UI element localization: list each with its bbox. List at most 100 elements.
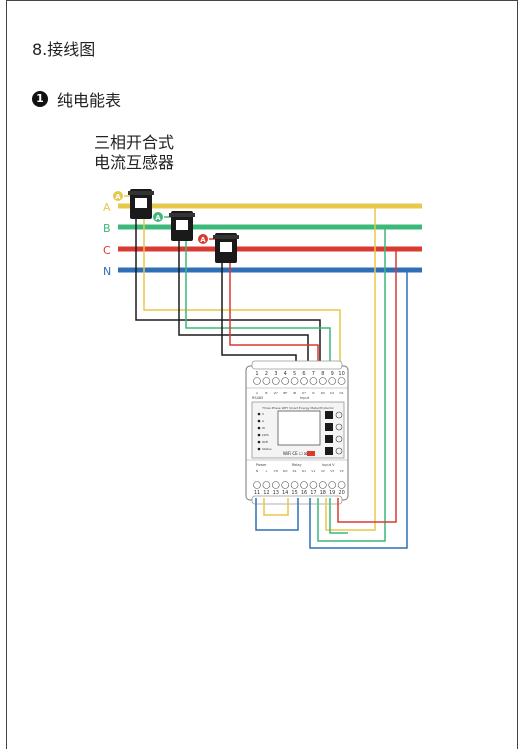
neutral-lead (309, 270, 408, 549)
bottom-terminal-number: 14 (282, 490, 288, 496)
top-terminal-screw (328, 377, 337, 385)
led-indicator (257, 447, 261, 451)
led-label: kWh (262, 433, 269, 437)
bottom-signal-label: V3 (340, 469, 344, 473)
bottom-terminal-screw (253, 481, 261, 489)
top-signal-label: A (256, 391, 259, 395)
power-lead-l (263, 498, 289, 516)
cert-marks: WiFi CE ☐ ☒ FC (283, 451, 314, 456)
bottom-terminal-number: 13 (273, 490, 279, 496)
top-signal-label: IC (312, 391, 315, 395)
ct-c-lead-black (221, 263, 297, 368)
relay-label: Relay (292, 463, 302, 467)
top-terminal-number: 9 (331, 371, 334, 377)
top-signal-label: IC* (302, 391, 307, 395)
bottom-signal-label: V3 (330, 469, 334, 473)
led-indicator (257, 440, 261, 444)
top-signal-label: D1 (330, 391, 334, 395)
top-terminal-screw (337, 377, 346, 385)
top-terminal-number: 2 (265, 371, 268, 377)
input-label: Input (300, 396, 310, 400)
bottom-signal-label: CH (274, 469, 278, 473)
bottom-terminal-number: 19 (329, 490, 335, 496)
bottom-terminal-number: 18 (320, 490, 326, 496)
button-up (325, 423, 333, 431)
svg-text:A: A (115, 193, 121, 201)
led-label: Status (262, 447, 272, 451)
led-label: W (262, 426, 265, 430)
screen-caption: Three Phase WIFI Smart Energy Meter/Prot… (261, 406, 335, 410)
phase-label-a: A (103, 201, 111, 214)
phase-label-c: C (103, 244, 111, 257)
cert-red-badge (307, 451, 315, 456)
ct-b-lead-black (178, 241, 309, 368)
bottom-terminal-number: 16 (301, 490, 307, 496)
top-terminal-screw (271, 377, 280, 385)
top-terminal-screw (309, 377, 318, 385)
subsection-label: 纯电能表 (57, 91, 122, 110)
bottom-terminal-screw (309, 481, 318, 489)
top-terminal-screw (262, 377, 271, 385)
bottom-terminal-screw (328, 481, 337, 489)
top-terminal-number: 10 (338, 371, 344, 377)
bottom-terminal-screw (300, 481, 308, 489)
bottom-signal-label: V1 (311, 469, 315, 473)
ct-c-lead-red (229, 263, 319, 368)
bottom-signal-label: R1 (302, 469, 306, 473)
ct-title-line1: 三相开合式 (94, 133, 175, 152)
top-terminal-number: 6 (302, 371, 305, 377)
bottom-terminal-screw (262, 481, 271, 489)
led-indicator (257, 419, 261, 423)
power-lead-n (255, 498, 299, 531)
power-label: Power (256, 463, 267, 467)
bottom-terminal-screw (271, 481, 280, 489)
ct-a-lead-black (135, 219, 321, 368)
led-indicator (257, 412, 261, 416)
led-indicator (257, 426, 261, 430)
top-signal-label: IB (293, 391, 296, 395)
input-v-label: Input V (322, 463, 335, 467)
button-esc (325, 447, 333, 455)
top-terminal-screw (281, 377, 290, 385)
bottom-signal-label: N (256, 469, 258, 473)
led-label: A (262, 419, 265, 423)
voltage-c-lead (337, 249, 397, 523)
svg-text:A: A (200, 236, 206, 244)
led-indicator (257, 433, 261, 437)
svg-text:A: A (155, 214, 161, 222)
top-terminal-number: 8 (321, 371, 324, 377)
phase-label-b: B (103, 222, 111, 235)
led-label: WiFi (262, 440, 268, 444)
page-frame (6, 0, 518, 749)
power-lead-relay (329, 498, 348, 534)
phase-label-n: N (103, 265, 111, 278)
ct-clamp-a: A (113, 189, 154, 219)
bottom-terminal-number: 15 (291, 490, 297, 496)
voltage-a-lead (325, 206, 376, 531)
bottom-terminal-number: 11 (254, 490, 260, 496)
top-terminal-number: 7 (312, 371, 315, 377)
rs485-label: RS485 (252, 396, 263, 400)
top-signal-label: D1 (339, 391, 343, 395)
button-set (325, 411, 333, 419)
ct-clamp-c: A (198, 233, 239, 263)
bottom-terminal-screw (318, 481, 327, 489)
top-signal-label: B (265, 391, 267, 395)
top-signal-label: D0 (321, 391, 325, 395)
ct-clamp-b: A (153, 211, 195, 241)
top-terminal-number: 5 (293, 371, 296, 377)
ct-a-lead-yellow (143, 219, 341, 368)
ct-title-line2: 电流互感器 (94, 153, 175, 172)
top-terminal-number: 3 (274, 371, 277, 377)
subsection-title: 1 纯电能表 (32, 87, 121, 111)
bottom-terminal-number: 20 (338, 490, 344, 496)
button-down (325, 435, 333, 443)
voltage-b-lead (317, 227, 386, 542)
section-title: 8.接线图 (32, 40, 96, 59)
number-badge: 1 (32, 91, 48, 107)
bottom-signal-label: DO (283, 469, 288, 473)
lcd-screen (277, 410, 321, 446)
